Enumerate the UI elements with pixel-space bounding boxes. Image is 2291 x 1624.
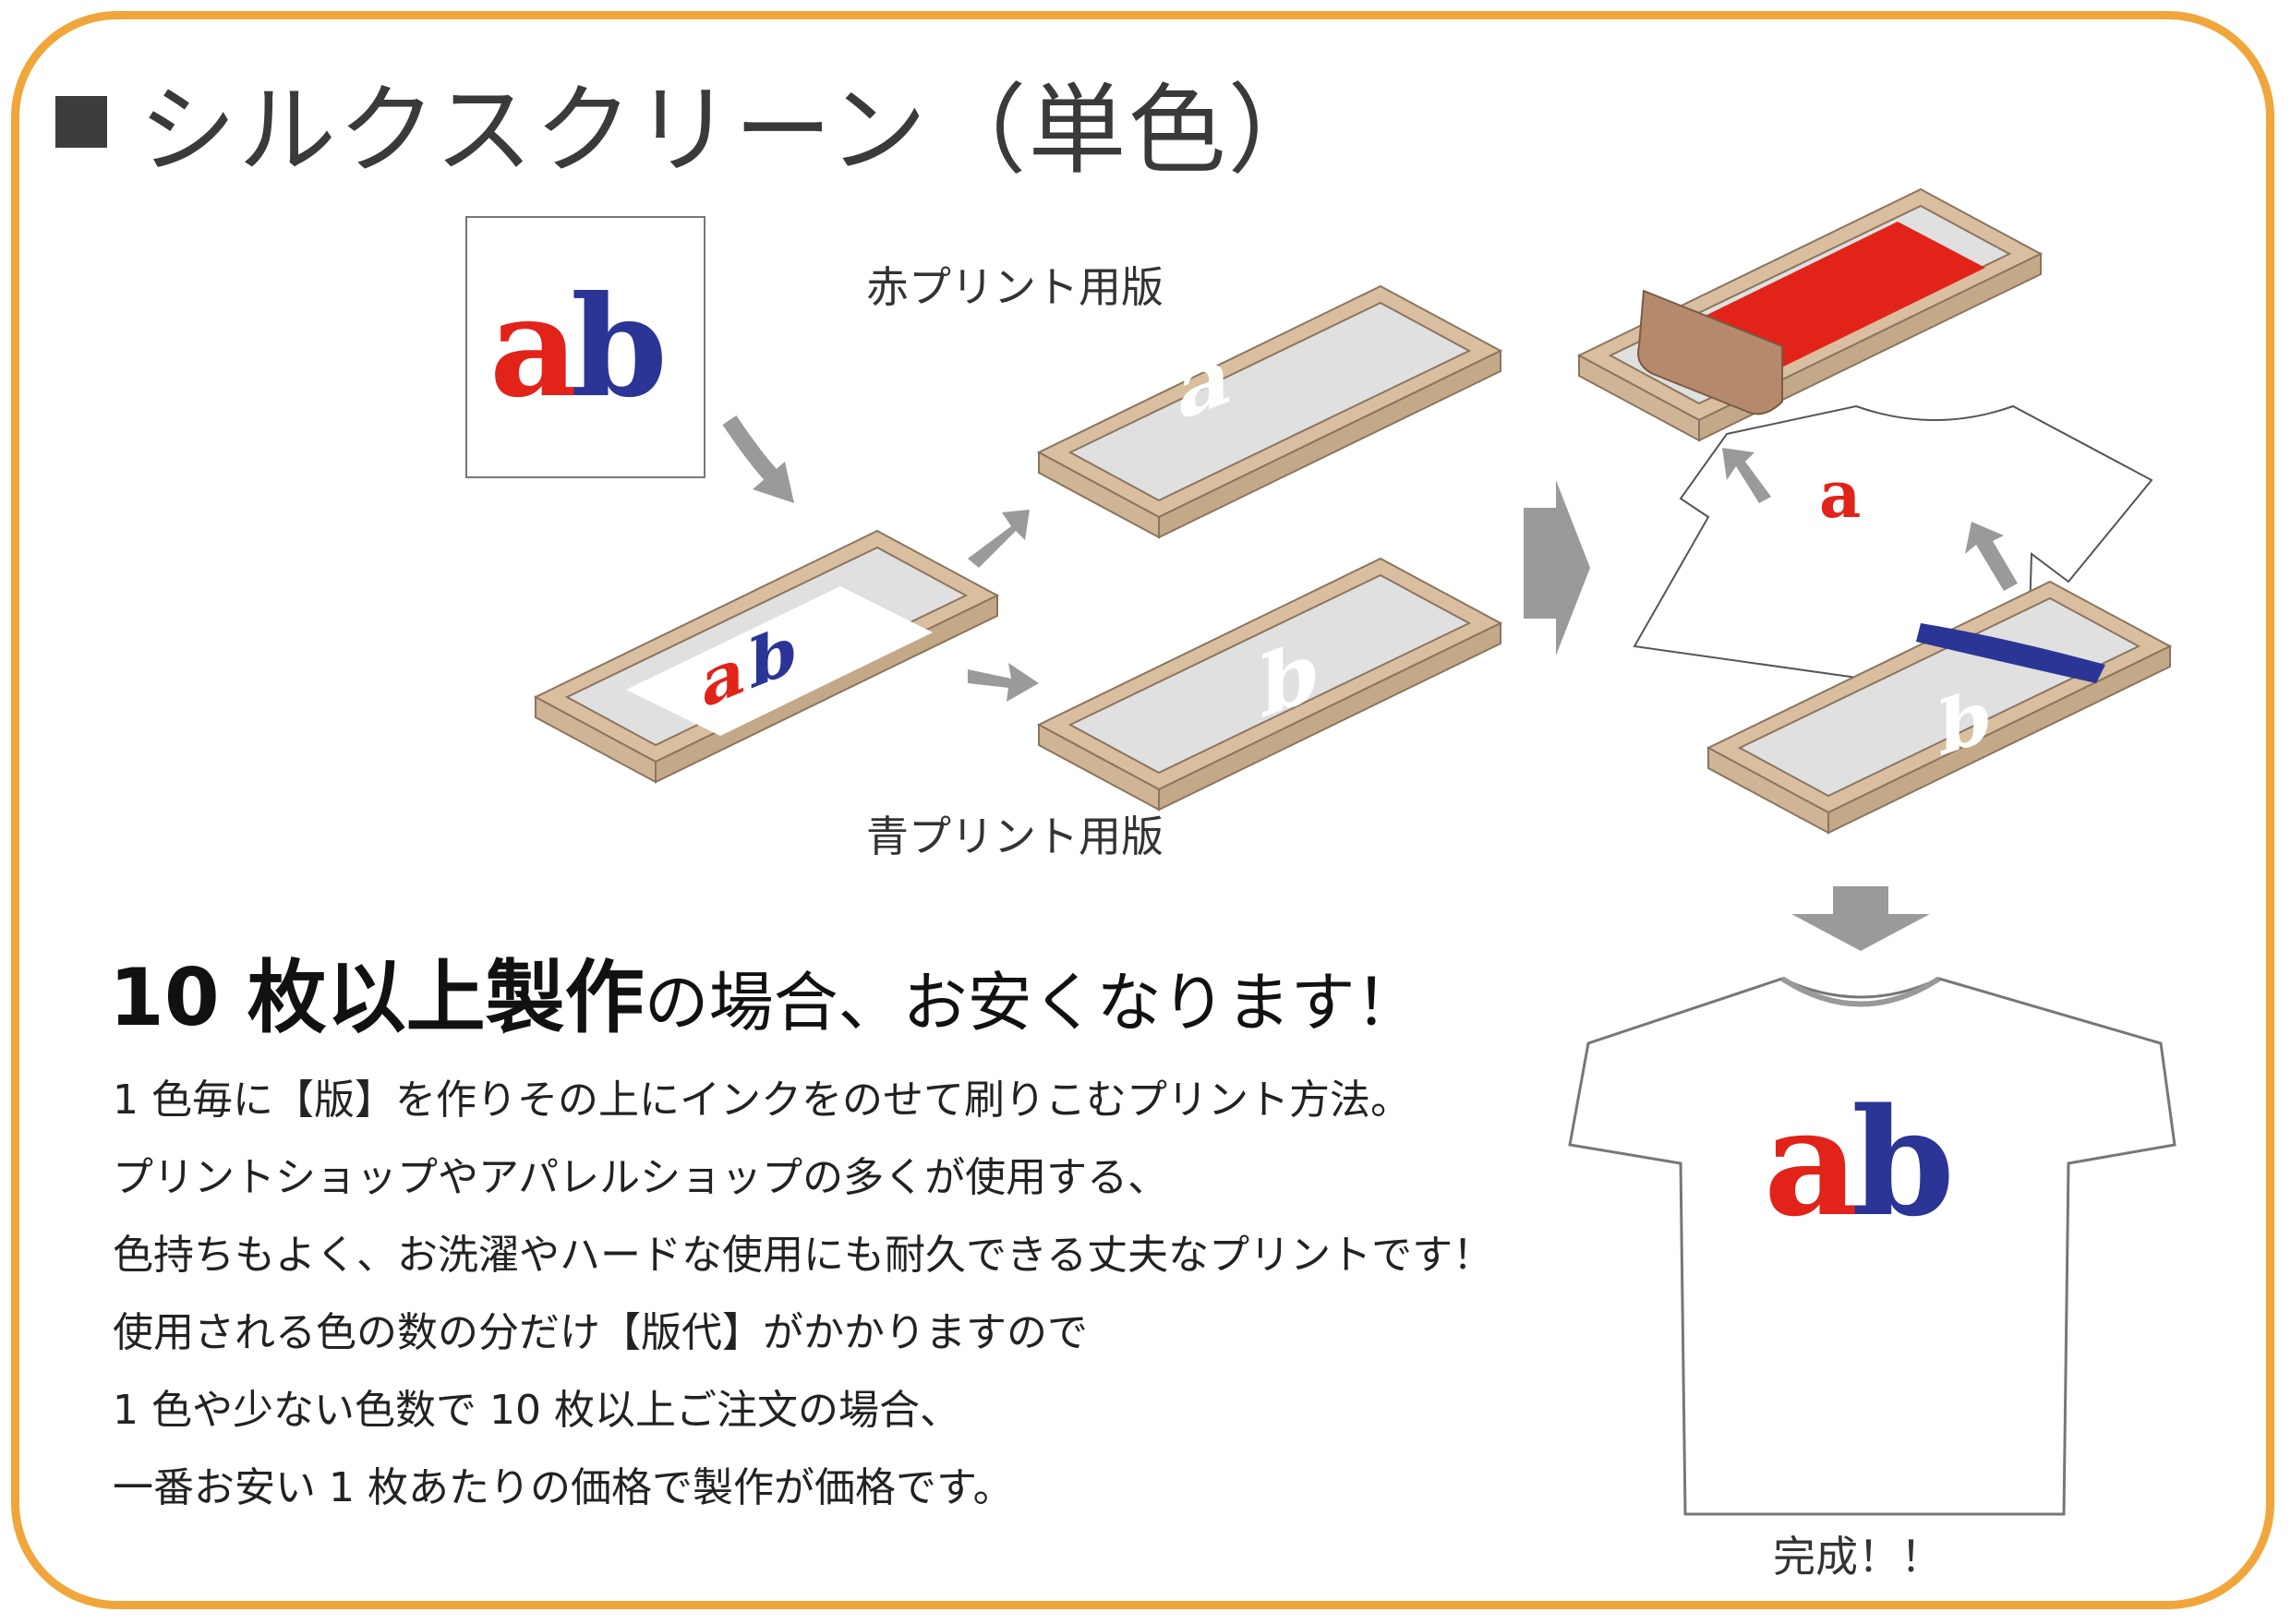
headline: 10 枚以上製作の場合、お安くなります！	[109, 932, 1420, 1048]
arrow-up-right-icon	[968, 510, 1030, 568]
blue-print-plate: b	[1038, 558, 1501, 811]
red-plate-label: 赤プリント用版	[866, 262, 1164, 312]
finished-tshirt: a b	[1568, 976, 2176, 1516]
description-line: プリントショップやアパレルショップの多くが使用する、	[113, 1154, 1169, 1201]
tshirt-print-letter-a: a	[1819, 456, 1861, 533]
arrow-up-left-icon	[1722, 448, 1771, 503]
description-line: 使用される色の数の分だけ【版代】がかかりますので	[113, 1309, 1088, 1356]
original-artwork: a b	[465, 216, 705, 478]
description-line: 色持ちもよく、お洗濯やハードな使用にも耐久できる丈夫なプリントです！	[113, 1232, 1494, 1279]
film-letter-a: a	[702, 629, 745, 724]
film-plate: a b	[535, 530, 998, 783]
artwork-letter-b: b	[571, 266, 668, 428]
title-text: シルクスクリーン（単色）	[139, 74, 1328, 187]
description-text: 1 色毎に【版】を作りその上にインクをのせて刷りこむプリント方法。 プリントショ…	[113, 1062, 1493, 1527]
description-line: 1 色毎に【版】を作りその上にインクをのせて刷りこむプリント方法。	[113, 1077, 1411, 1124]
description-line: 一番お安い 1 枚あたりの価格で製作が価格です。	[113, 1464, 1014, 1511]
svg-text:b: b	[1260, 619, 1319, 737]
blue-plate-label: 青プリント用版	[866, 812, 1164, 861]
title-bullet-square	[55, 96, 107, 148]
headline-bold: 10 枚以上製作	[109, 952, 645, 1044]
curved-arrow-head-icon	[753, 462, 794, 503]
film-letter-b: b	[750, 608, 796, 705]
finished-letter-b: b	[1851, 1076, 1955, 1249]
squeegee-icon	[1637, 289, 1783, 415]
blue-screen: b	[1707, 581, 2171, 834]
rounded-border-frame	[11, 11, 2274, 1609]
done-label: 完成！！	[1773, 1532, 1943, 1582]
red-screen-with-squeegee	[1578, 188, 2042, 441]
svg-text:a: a	[1177, 323, 1231, 440]
artwork-letter-a: a	[489, 266, 579, 428]
finished-tshirt-outline-icon	[1568, 977, 2176, 1516]
arrow-up-right-small-icon	[1965, 522, 2018, 591]
svg-text:b: b	[1939, 671, 1991, 775]
arrow-down-right-icon	[968, 663, 1039, 702]
headline-rest: の場合、お安くなります！	[644, 965, 1420, 1041]
page-title: シルクスクリーン（単色）	[55, 51, 1328, 193]
finished-letter-a: a	[1764, 1076, 1860, 1249]
curved-arrow-icon	[722, 415, 782, 487]
big-arrow-right-icon	[1524, 480, 1590, 656]
description-line: 1 色や少ない色数で 10 枚以上ご注文の場合、	[113, 1387, 960, 1434]
arrow-down-icon	[1791, 886, 1930, 951]
red-print-plate: a	[1038, 285, 1501, 538]
